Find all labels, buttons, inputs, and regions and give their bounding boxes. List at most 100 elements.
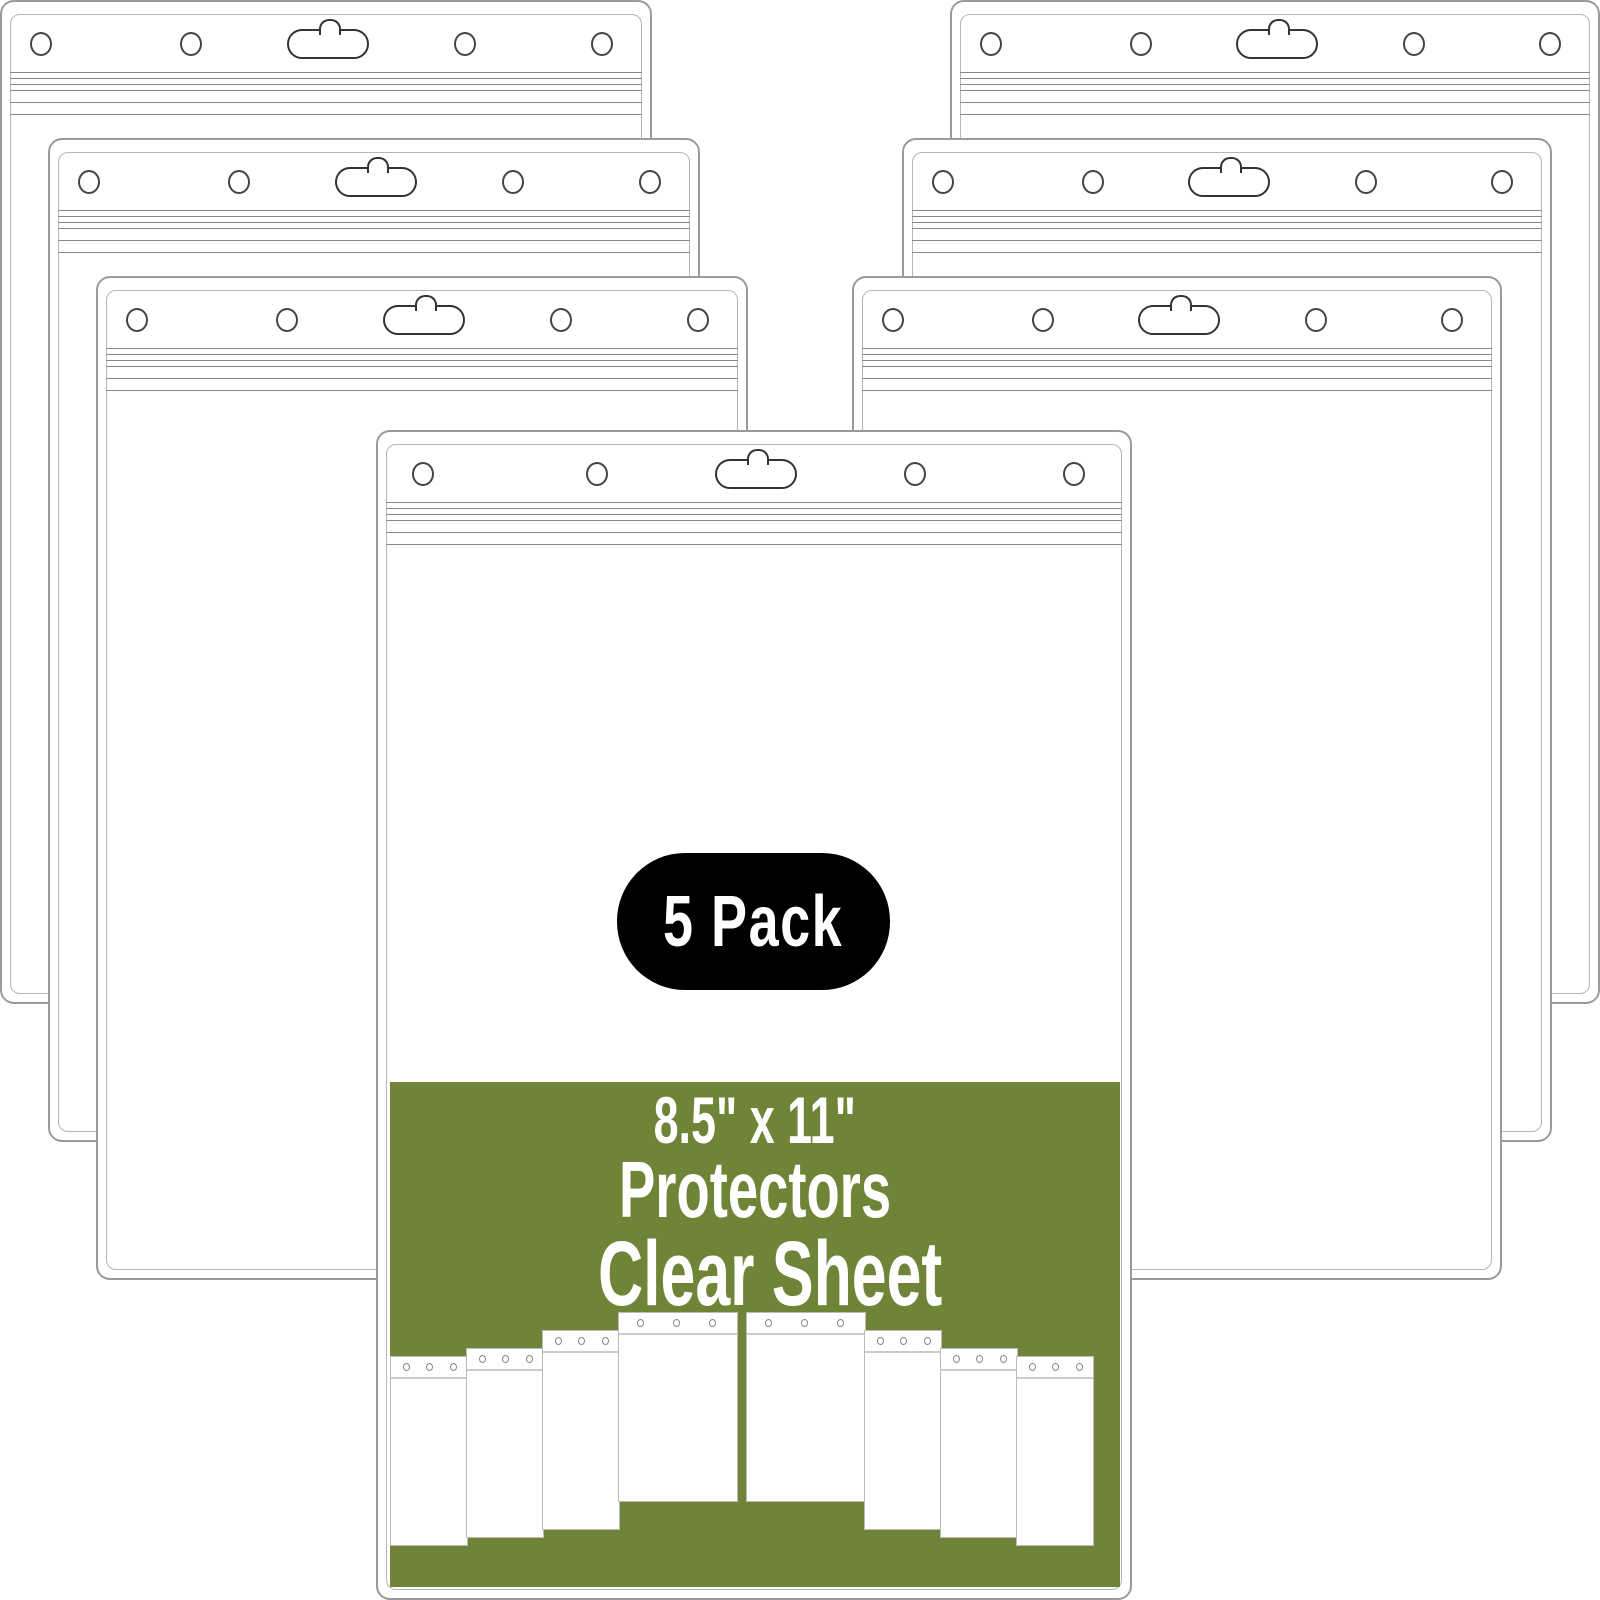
zipper-line (106, 360, 738, 361)
punch-hole-icon (453, 32, 476, 56)
mini-hole-icon (952, 1355, 960, 1363)
punch-hole-icon (30, 32, 53, 56)
zipper-line (912, 216, 1542, 217)
mini-hole-icon (1028, 1363, 1036, 1371)
punch-hole-icon (882, 308, 904, 332)
zipper-line (106, 366, 738, 367)
zipper-line (58, 210, 690, 211)
mini-hole-icon (502, 1355, 510, 1363)
mini-hole-icon (426, 1363, 434, 1371)
hang-slot-icon (715, 449, 797, 489)
hang-slot-icon (1138, 295, 1220, 335)
mini-hole-icon (923, 1337, 931, 1345)
mini-pocket (864, 1330, 942, 1530)
zipper-line (862, 366, 1492, 367)
hang-slot-icon (1188, 157, 1270, 197)
zipper-line (912, 222, 1542, 223)
mini-pocket (390, 1356, 468, 1546)
mini-hole-icon (801, 1319, 808, 1327)
zipper-line (862, 348, 1492, 349)
zipper-line (58, 216, 690, 217)
mini-pocket-header (467, 1349, 543, 1371)
pocket-inner-edge (386, 444, 1122, 1590)
punch-hole-icon (126, 308, 149, 332)
mini-hole-icon (765, 1319, 772, 1327)
punch-hole-icon (1031, 308, 1054, 332)
punch-hole-icon (276, 308, 299, 332)
zipper-line (912, 252, 1542, 253)
hang-slot-icon (1236, 19, 1318, 59)
size-label: 8.5" x 11" (653, 1083, 857, 1157)
punch-hole-icon (1354, 170, 1377, 194)
zipper-line (862, 354, 1492, 355)
zipper-line (912, 228, 1542, 229)
mini-pocket (618, 1312, 738, 1502)
zipper-line (10, 84, 642, 85)
mini-pocket (1016, 1356, 1094, 1546)
mini-hole-icon (478, 1355, 486, 1363)
mini-pocket-header (619, 1313, 737, 1335)
zipper-line (960, 102, 1590, 103)
zipper-line (58, 222, 690, 223)
zipper-line (960, 78, 1590, 79)
clear-sheet-label: Clear Sheet (597, 1223, 943, 1325)
punch-hole-icon (1402, 32, 1425, 56)
punch-hole-icon (903, 462, 926, 486)
zipper-line (960, 114, 1590, 115)
zipper-line (106, 348, 738, 349)
protectors-label: Protectors (618, 1145, 892, 1234)
mini-pocket-header (543, 1331, 619, 1353)
mini-pocket-header (747, 1313, 865, 1335)
punch-hole-icon (1081, 170, 1104, 194)
mini-pocket (542, 1330, 620, 1530)
hang-slot-icon (287, 19, 369, 59)
hang-slot-icon (335, 157, 417, 197)
mini-pocket (940, 1348, 1018, 1538)
zipper-line (960, 90, 1590, 91)
zipper-line (960, 84, 1590, 85)
punch-hole-icon (1304, 308, 1327, 332)
punch-hole-icon (932, 170, 954, 194)
mini-pocket-header (1017, 1357, 1093, 1379)
mini-hole-icon (637, 1319, 644, 1327)
zipper-line (10, 102, 642, 103)
mini-hole-icon (1075, 1363, 1083, 1371)
mini-hole-icon (601, 1337, 609, 1345)
mini-hole-icon (900, 1337, 908, 1345)
zipper-line (912, 240, 1542, 241)
mini-hole-icon (976, 1355, 984, 1363)
mini-hole-icon (578, 1337, 586, 1345)
zipper-line (10, 114, 642, 115)
zipper-line (912, 210, 1542, 211)
zipper-line (58, 228, 690, 229)
badge-label: 5 Pack (663, 881, 844, 962)
punch-hole-icon (1062, 462, 1085, 486)
mini-hole-icon (554, 1337, 562, 1345)
mini-pocket-header (941, 1349, 1017, 1371)
zipper-line (106, 378, 738, 379)
punch-hole-icon (1129, 32, 1152, 56)
mini-hole-icon (876, 1337, 884, 1345)
mini-pocket (746, 1312, 866, 1502)
mini-hole-icon (1052, 1363, 1060, 1371)
zipper-line (862, 378, 1492, 379)
mini-hole-icon (449, 1363, 457, 1371)
pack-count-badge: 5 Pack (617, 853, 890, 990)
zipper-line (386, 532, 1122, 533)
punch-hole-icon (549, 308, 572, 332)
punch-hole-icon (501, 170, 524, 194)
product-banner: 8.5" x 11" Protectors Clear Sheet (390, 1082, 1120, 1587)
zipper-line (58, 252, 690, 253)
punch-hole-icon (1441, 308, 1463, 332)
zipper-line (862, 390, 1492, 391)
zipper-line (386, 544, 1122, 545)
zipper-line (960, 72, 1590, 73)
punch-hole-icon (686, 308, 709, 332)
mini-hole-icon (837, 1319, 844, 1327)
zipper-line (10, 72, 642, 73)
zipper-line (106, 354, 738, 355)
zipper-line (386, 502, 1122, 503)
zipper-line (10, 78, 642, 79)
punch-hole-icon (1491, 170, 1513, 194)
punch-hole-icon (78, 170, 101, 194)
